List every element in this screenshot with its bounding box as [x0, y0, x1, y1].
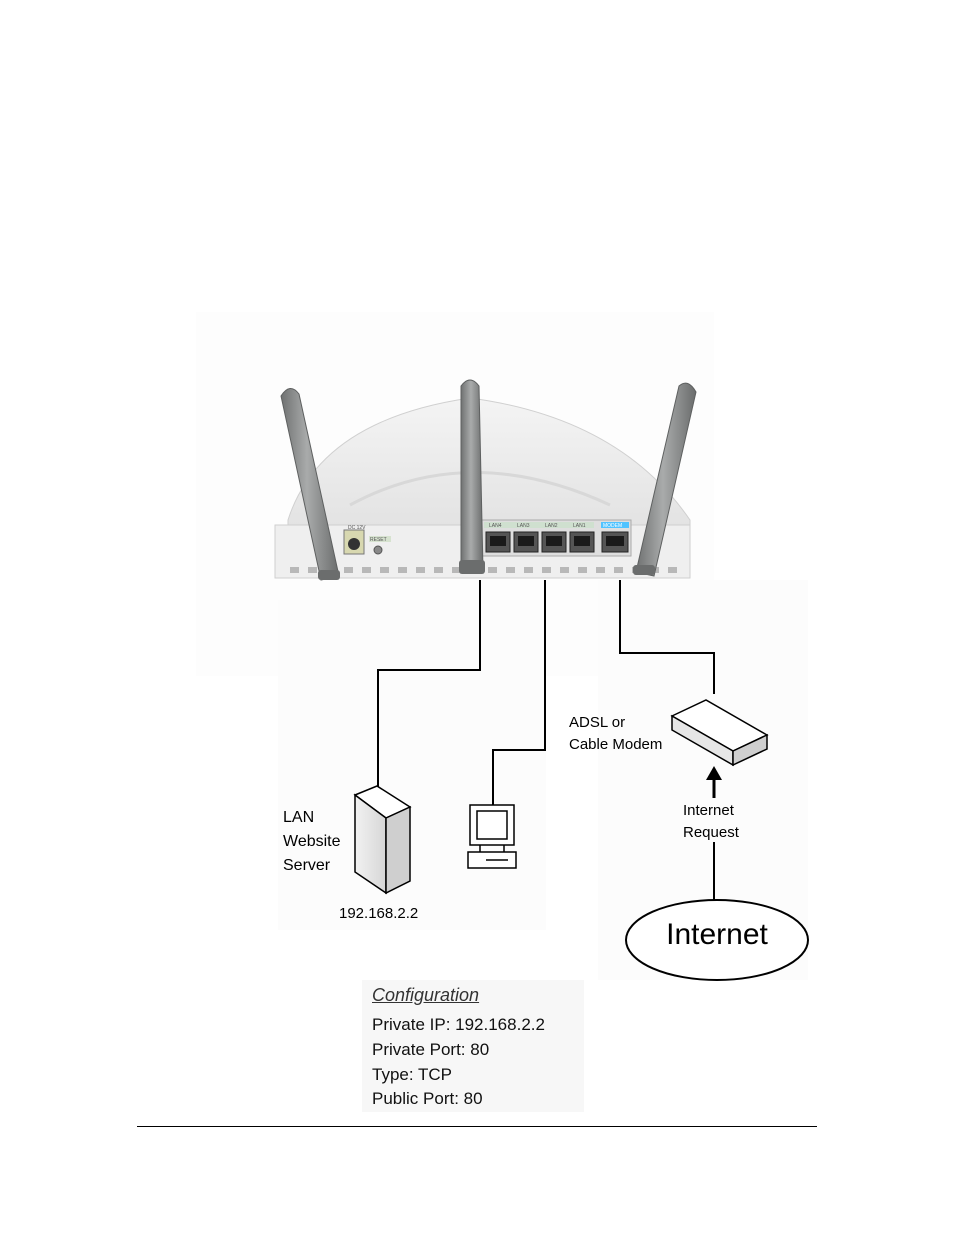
modem-label-line1: ADSL or	[569, 712, 662, 734]
modem-label: ADSL or Cable Modem	[569, 712, 662, 756]
config-private-port: Private Port: 80	[372, 1040, 489, 1060]
configuration-box: Configuration Private IP: 192.168.2.2 Pr…	[362, 980, 584, 1112]
power-label: DC 12V	[348, 525, 366, 531]
modem-label-line2: Cable Modem	[569, 734, 662, 756]
internet-request-label: Internet Request	[683, 800, 739, 844]
internet-label: Internet	[626, 918, 808, 952]
internet-request-line2: Request	[683, 822, 739, 844]
config-private-ip: Private IP: 192.168.2.2	[372, 1015, 545, 1035]
server-label-line1: LAN	[283, 806, 341, 830]
computer-icon	[468, 805, 516, 868]
server-ip-label: 192.168.2.2	[339, 905, 418, 922]
config-public-port: Public Port: 80	[372, 1089, 483, 1109]
port-label-lan3: LAN3	[517, 523, 530, 529]
reset-button[interactable]	[374, 546, 382, 554]
router-ports	[486, 532, 628, 552]
server-icon	[355, 786, 410, 893]
config-type: Type: TCP	[372, 1065, 452, 1085]
port-label-lan1: LAN1	[573, 523, 586, 529]
port-label-lan2: LAN2	[545, 523, 558, 529]
server-label-line2: Website	[283, 830, 341, 854]
port-label-modem: MODEM	[603, 523, 622, 529]
reset-label: RESET	[370, 537, 387, 543]
power-jack-hole	[348, 538, 360, 550]
configuration-heading: Configuration	[372, 985, 479, 1006]
lan-backdrop	[278, 600, 546, 930]
server-label: LAN Website Server	[283, 806, 341, 878]
server-label-line3: Server	[283, 854, 341, 878]
port-label-lan4: LAN4	[489, 523, 502, 529]
internet-request-line1: Internet	[683, 800, 739, 822]
footer-divider	[137, 1126, 817, 1127]
